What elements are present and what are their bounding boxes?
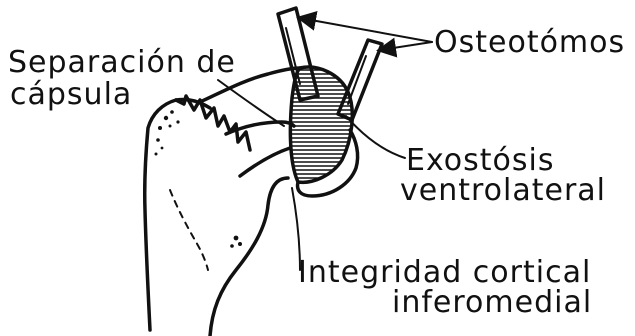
bone-outline [145, 68, 300, 336]
label-capsule-line1: Separación de [8, 45, 236, 80]
label-cortical-line2: inferomedial [392, 285, 592, 320]
label-capsule-line2: cápsula [10, 77, 132, 112]
label-osteotomes: Osteotómos [434, 25, 625, 60]
osteotome-right [338, 40, 382, 120]
label-exostosis-line2: ventrolateral [400, 173, 606, 208]
